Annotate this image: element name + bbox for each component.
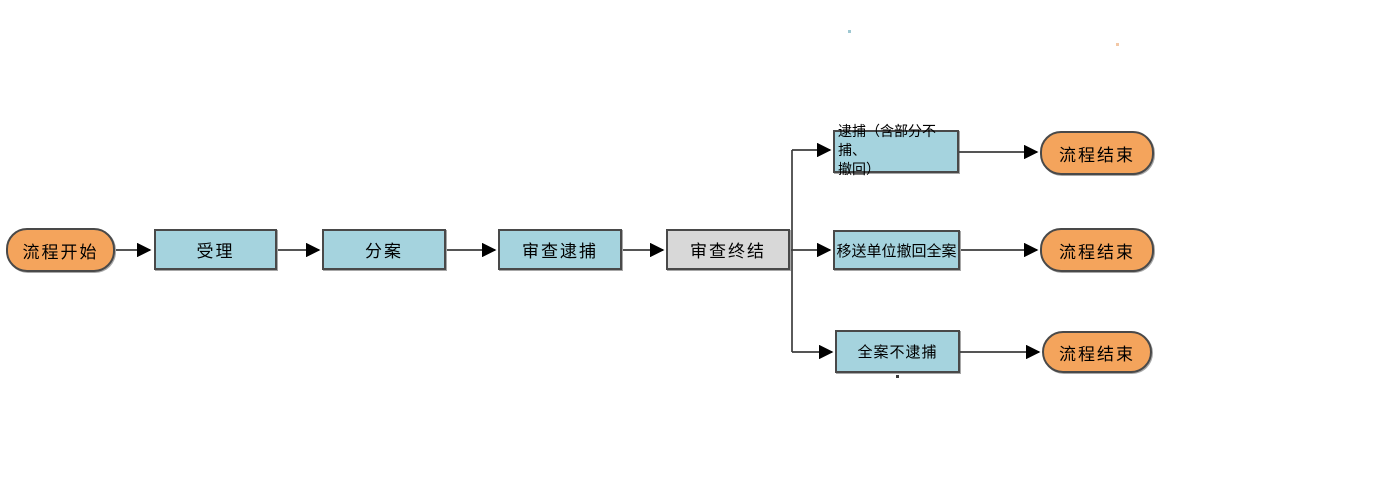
node-process-start-label: 流程开始 — [22, 242, 99, 263]
node-review-arrest: 审查逮捕 — [498, 229, 622, 270]
node-case-assignment-label: 分案 — [365, 242, 403, 262]
node-arrest-partial-withdraw: 逮捕（含部分不捕、 撤回） — [833, 124, 959, 178]
node-arrest-partial-withdraw-line1: 逮捕（含部分不捕、 — [838, 124, 936, 159]
artifact-dot — [896, 375, 899, 378]
artifact-dot — [848, 30, 851, 33]
node-whole-case-no-arrest-label: 全案不逮捕 — [857, 343, 938, 361]
node-review-arrest-label: 审查逮捕 — [522, 242, 598, 262]
node-arrest-partial-withdraw-line2: 撤回） — [838, 162, 880, 178]
node-process-end-top: 流程结束 — [1040, 131, 1154, 175]
artifact-dot — [1116, 43, 1119, 46]
node-accept-label: 受理 — [196, 242, 235, 262]
connector-group — [116, 142, 1041, 360]
node-review-conclude: 审查终结 — [666, 229, 790, 270]
node-process-end-bottom: 流程结束 — [1042, 331, 1152, 373]
node-process-end-middle-label: 流程结束 — [1059, 242, 1135, 263]
node-unit-withdraw-whole-case-label: 移送单位撤回全案 — [836, 241, 957, 260]
node-process-end-middle: 流程结束 — [1040, 228, 1154, 272]
node-case-assignment: 分案 — [322, 229, 446, 270]
node-accept: 受理 — [154, 229, 277, 270]
node-process-end-bottom-label: 流程结束 — [1059, 344, 1135, 365]
node-unit-withdraw-whole-case: 移送单位撤回全案 — [833, 230, 960, 270]
node-process-end-top-label: 流程结束 — [1059, 145, 1135, 166]
node-review-conclude-label: 审查终结 — [690, 242, 766, 262]
node-whole-case-no-arrest: 全案不逮捕 — [835, 330, 960, 373]
node-process-start: 流程开始 — [6, 228, 115, 272]
